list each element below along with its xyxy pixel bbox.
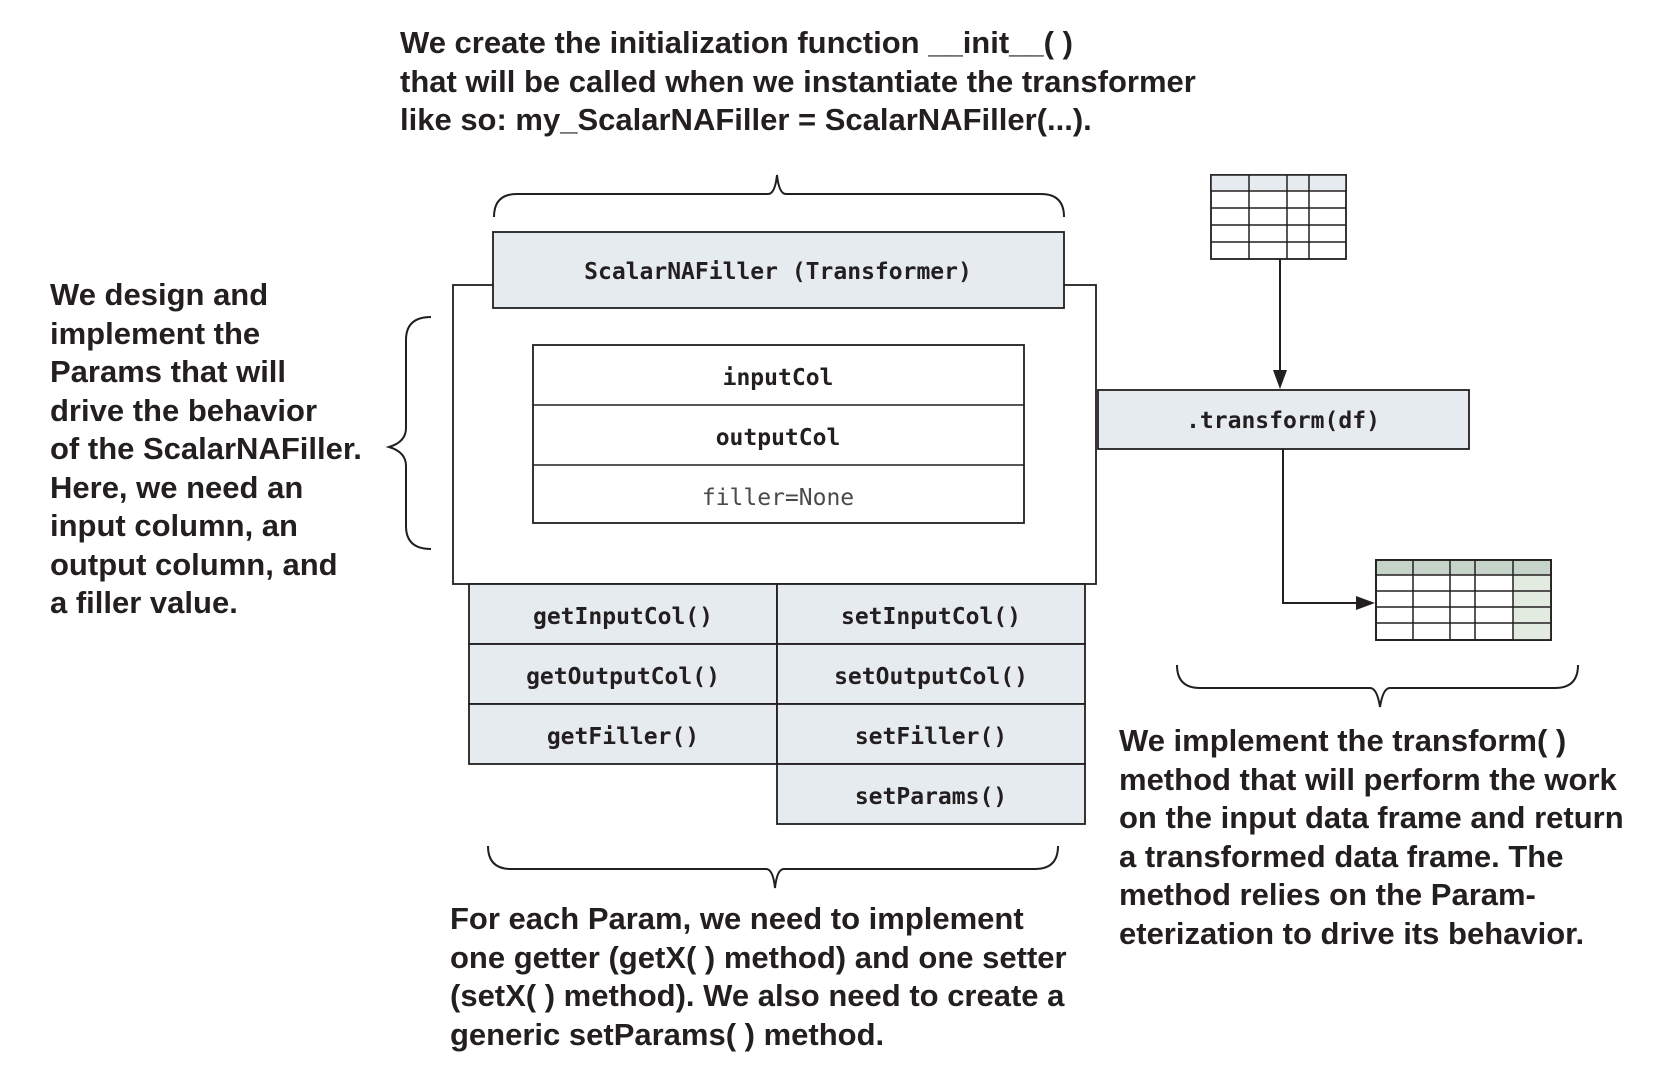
- output-arrow: [1282, 449, 1358, 604]
- setter-row: [776, 643, 1086, 705]
- params-annotation: We design and implement the Params that …: [50, 277, 362, 620]
- getter-input-col: getInputCol(): [533, 604, 713, 630]
- init-annotation: We create the initialization function __…: [400, 25, 1196, 137]
- setter-input-col: setInputCol(): [841, 604, 1021, 630]
- transform-annotation: We implement the transform( ) method tha…: [1119, 723, 1624, 951]
- setter-params: setParams(): [855, 784, 1007, 810]
- transform-label: .transform(df): [1186, 408, 1380, 434]
- class-header-label: ScalarNAFiller (Transformer): [584, 259, 972, 285]
- getter-row: [468, 583, 778, 645]
- param-output-col: outputCol: [716, 425, 841, 451]
- param-input-col: inputCol: [723, 365, 834, 391]
- top-brace: [493, 174, 1065, 218]
- bottom-brace: [487, 845, 1059, 889]
- transform-box: [1097, 389, 1470, 450]
- setter-row: [776, 703, 1086, 765]
- class-header-box: [492, 231, 1065, 309]
- arrowhead-down-icon: [1273, 370, 1287, 389]
- right-brace: [1176, 664, 1579, 708]
- setter-output-col: setOutputCol(): [834, 664, 1028, 690]
- params-box: [532, 344, 1025, 524]
- getter-filler: getFiller(): [547, 724, 699, 750]
- left-brace: [385, 316, 432, 550]
- param-filler: filler=None: [702, 485, 854, 511]
- output-dataframe-icon: [1375, 559, 1552, 641]
- setter-row: [776, 763, 1086, 825]
- setter-row: [776, 583, 1086, 645]
- getter-output-col: getOutputCol(): [526, 664, 720, 690]
- input-dataframe-icon: [1210, 174, 1347, 260]
- setter-filler: setFiller(): [855, 724, 1007, 750]
- arrowhead-right-icon: [1356, 596, 1375, 610]
- getter-setter-annotation: For each Param, we need to implement one…: [450, 901, 1067, 1052]
